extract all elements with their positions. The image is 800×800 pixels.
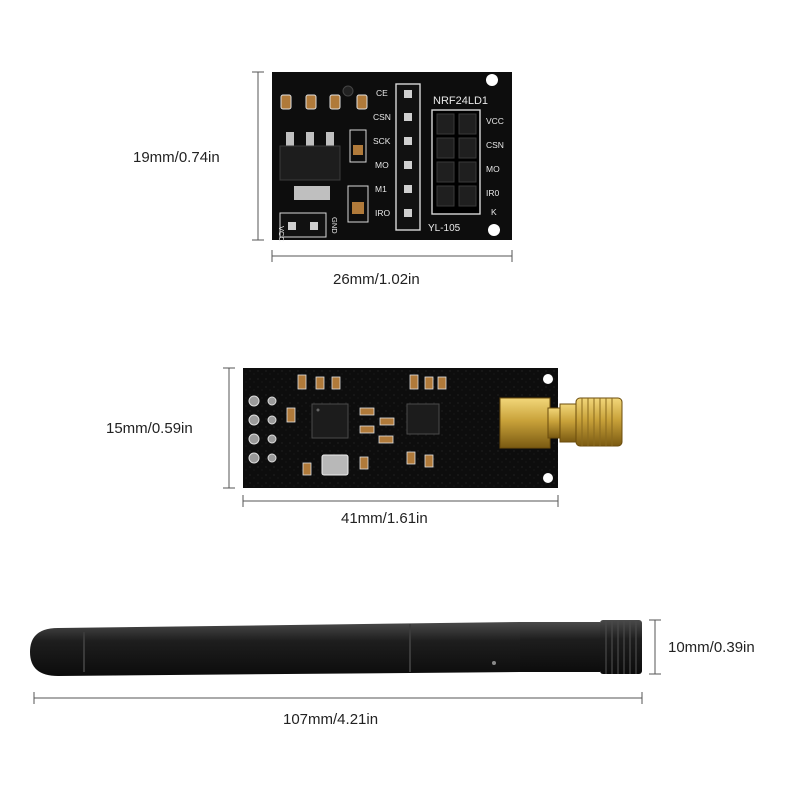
antenna-dimension-lines [33,619,661,704]
pin-label-mo-right: MO [486,164,500,174]
radio-dimension-lines [223,367,559,507]
radio-width-label: 41mm/1.61in [341,510,428,527]
radio-height-label: 15mm/0.59in [106,420,193,437]
antenna [30,620,642,676]
mounting-hole [543,374,553,384]
radio-smd-components [286,374,447,476]
pin-label-sck: SCK [373,136,391,146]
chip-name-text: NRF24LD1 [433,95,488,107]
amplifier-chip [406,403,440,435]
adapter-dimension-lines [252,71,513,262]
mounting-hole [543,473,553,483]
sma-thread [575,397,623,447]
pin-label-vcc: VCC [486,116,504,126]
sma-base [499,397,551,449]
adapter-height-label: 19mm/0.74in [133,149,220,166]
crystal-oscillator [321,454,349,476]
model-text: YL-105 [428,223,461,234]
adapter-width-label: 26mm/1.02in [333,271,420,288]
nrf-socket [431,109,481,215]
adapter-board: NRF24LD1 YL-105 CE CSN SCK MO M1 IRO VCC… [272,72,512,242]
smd-capacitor-row [280,94,368,110]
pin-label-ce: CE [376,88,388,98]
pin-label-mo: MO [375,160,389,170]
mounting-hole [342,85,354,97]
power-label-vcc: VCC [277,226,286,242]
sma-connector [499,397,623,449]
antenna-knurled-base [600,620,642,674]
pin-label-m1: M1 [375,184,387,194]
pin-label-csn: CSN [373,112,391,122]
antenna-height-label: 10mm/0.39in [668,639,755,656]
power-header [279,212,327,238]
nrf24l01-chip [311,403,349,439]
antenna-whip [30,622,520,676]
smd-capacitor [352,202,364,214]
radio-pin-header [248,395,277,464]
pin-label-iro: IRO [375,208,391,218]
mounting-hole [486,74,498,86]
pin-label-ir0: IR0 [486,188,500,198]
pin-label-csn-right: CSN [486,140,504,150]
mounting-hole [488,224,500,236]
smd-outline [347,185,369,223]
power-label-gnd: GND [330,217,339,234]
pin-header-left [395,83,421,231]
antenna-length-label: 107mm/4.21in [283,711,379,728]
pin-label-k: K [491,207,497,217]
voltage-regulator [279,129,367,200]
antenna-hinge [520,622,600,672]
